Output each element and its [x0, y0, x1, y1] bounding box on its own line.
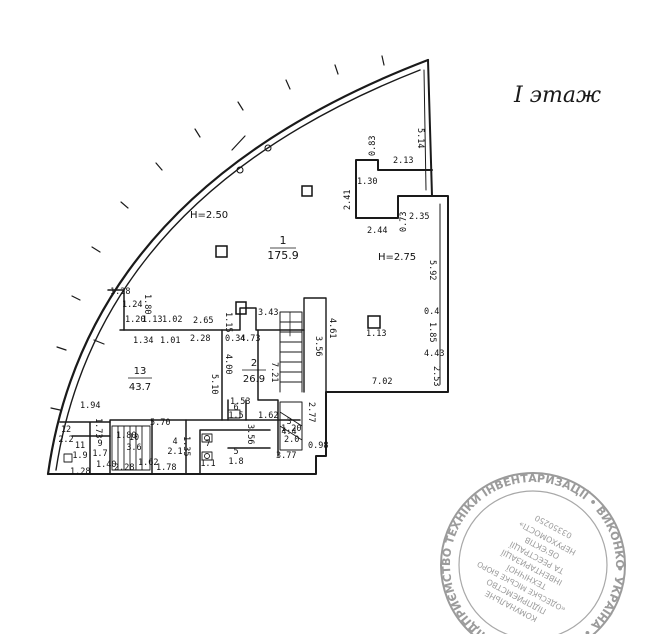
curved-facade-inner [55, 69, 421, 471]
dimension-label: 1.20 [281, 424, 301, 434]
dimension-label: 2.28 [190, 334, 210, 344]
dimension-label: 0.73 [399, 212, 409, 232]
dimension-label: 1.01 [160, 336, 180, 346]
dimension-label: 4.43 [424, 349, 444, 359]
dimension-label: 1.53 [230, 397, 250, 407]
dimension-label: 1.80 [142, 294, 152, 314]
columns [215, 144, 381, 329]
dimension-label: 1.80 [116, 431, 136, 441]
dimension-label: 0.4 [424, 307, 439, 317]
room-number: 10 [129, 433, 139, 443]
dimension-label: 1.24 [122, 300, 142, 310]
room-area: 2.2 [58, 435, 73, 445]
dimension-label: 1.02 [162, 315, 182, 325]
room-number: 1 [280, 234, 287, 247]
room-number: 7 [205, 439, 210, 449]
dimension-label: 4.73 [240, 334, 260, 344]
dimension-label: 3.43 [258, 308, 278, 318]
stair-core-wall [303, 297, 327, 393]
dimension-label: 2.0 [284, 435, 299, 445]
dimension-label: 3.56 [245, 424, 255, 444]
outer-walls [46, 55, 449, 476]
ceiling-height-label: H=2.75 [378, 252, 416, 263]
dimension-label: 2.28 [114, 463, 134, 473]
dimension-label: 2.35 [409, 212, 429, 222]
dimension-label: 2.65 [193, 316, 213, 326]
room-area: 1.8 [228, 457, 243, 467]
room-number: 4 [172, 437, 177, 447]
dimension-label: 1.40 [96, 460, 116, 470]
dimension-label: 2.44 [367, 226, 387, 236]
floor-title: I этаж [513, 83, 601, 108]
room-area: 26.9 [243, 374, 265, 385]
dimension-label: 2.13 [393, 156, 413, 166]
small-stair [111, 425, 151, 471]
dimension-label: 5.70 [150, 418, 170, 428]
dimension-label: 1.94 [80, 401, 100, 411]
outer-wall-right [47, 59, 449, 475]
room-area: 1.5 [228, 411, 243, 421]
dimension-label: 5.92 [427, 260, 437, 280]
room-number: 13 [134, 366, 147, 377]
room-number: 12 [61, 425, 71, 435]
dimension-label: 1.20 [125, 315, 145, 325]
room-number: 9 [97, 439, 102, 449]
curved-facade-outer [46, 58, 430, 476]
dimension-labels: 5.14 2.13 0.83 1.30 2.41 2.35 0.73 2.44 … [70, 128, 444, 477]
dimension-label: 4.61 [327, 318, 337, 338]
room-number: 2 [251, 358, 257, 369]
room-area: 4.4 [281, 427, 296, 437]
dimension-label: 1.34 [133, 336, 153, 346]
dimension-label: 4.00 [223, 354, 233, 374]
room-area: 1.7 [92, 449, 107, 459]
room-labels: 1 175.9 2 26.9 13 43.7 3 4.4 4 2.1 5 1.8… [58, 234, 298, 469]
room-number: 11 [75, 441, 85, 451]
dimension-label: 1.13 [142, 315, 162, 325]
dimension-label: 0.83 [368, 136, 378, 156]
room-number: 3 [286, 417, 291, 427]
dimension-label: 1.78 [156, 463, 176, 473]
dimension-label: 2.41 [343, 190, 353, 210]
official-stamp: • УКРАЇНА • КОМУНАЛЬНЕ ПІДПРИЄМСТВО ТЕХН… [440, 472, 626, 634]
room-area: 3.6 [126, 443, 141, 453]
facade-window-marks [50, 55, 385, 411]
dimension-label: 5.14 [415, 128, 425, 148]
dimension-label: 1.85 [427, 322, 437, 342]
dimension-label: 0.34 [225, 334, 245, 344]
dimension-label: 1.28 [110, 287, 130, 297]
dimension-label: 1.28 [70, 467, 90, 477]
dimension-label: 1.30 [357, 177, 377, 187]
ceiling-height-label: H=2.50 [190, 210, 228, 221]
room-area: 175.9 [267, 249, 299, 262]
room-number: 5 [233, 447, 238, 457]
sanitary-fixtures [63, 409, 241, 463]
dimension-label: 1.62 [258, 411, 278, 421]
dimension-label: 3.56 [313, 336, 323, 356]
dimension-label: 7.21 [269, 362, 279, 382]
dimension-label: 2.77 [306, 402, 316, 422]
dimension-label: 0.98 [308, 441, 328, 451]
room-area: 2.1 [167, 447, 182, 457]
main-stair [279, 311, 303, 451]
dimension-label: 3.77 [276, 451, 296, 461]
room-area: 1.1 [200, 459, 215, 469]
dimension-label: 1.73 [93, 418, 103, 438]
outer-wall-right-inner [423, 69, 441, 385]
room-area: 1.9 [72, 451, 87, 461]
dimension-label: 5.10 [209, 374, 219, 394]
dimension-label: 2.53 [431, 366, 441, 386]
dimension-label: 1.35 [181, 436, 191, 456]
interior-walls [59, 289, 305, 475]
dimension-label: 7.02 [372, 377, 392, 387]
dimension-label: 1.15 [223, 312, 233, 332]
dimension-label: 1.13 [366, 329, 386, 339]
dimension-label: 1.62 [138, 458, 158, 468]
room-area: 43.7 [129, 382, 151, 393]
room-number: 6 [233, 403, 238, 413]
